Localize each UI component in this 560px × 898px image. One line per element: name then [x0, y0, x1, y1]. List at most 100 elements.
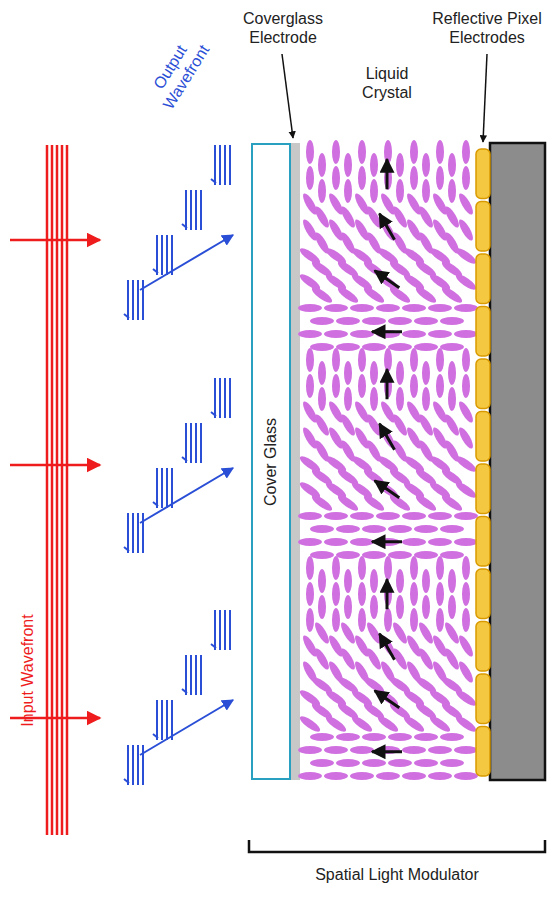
lc-molecule: [324, 330, 348, 338]
lc-molecule: [396, 569, 404, 593]
lc-molecule: [436, 348, 444, 372]
pixel-electrode: [476, 727, 490, 777]
lc-molecule: [428, 538, 452, 546]
lc-molecule: [388, 759, 412, 767]
lc-molecule: [362, 525, 386, 533]
lc-molecule: [310, 317, 334, 325]
wavefront-step: [153, 269, 158, 273]
output-arrow: [140, 468, 233, 523]
lc-molecule: [454, 512, 478, 520]
lc-molecule: [332, 166, 340, 190]
lc-molecule: [443, 621, 462, 646]
wavefront-step: [229, 145, 231, 185]
wavefront-step: [219, 145, 221, 185]
lc-molecule: [344, 179, 352, 203]
lc-molecule: [339, 413, 358, 438]
wavefront-step: [185, 655, 187, 695]
wavefront-step: [224, 145, 226, 185]
lc-molecule: [396, 153, 404, 177]
coverglass-electrode: [290, 143, 300, 780]
lc-molecule: [391, 621, 410, 646]
wavefront-step: [185, 190, 187, 230]
director-arrow: [386, 159, 389, 189]
director-arrow: [380, 424, 395, 450]
lc-molecule: [376, 714, 400, 734]
wavefront-step: [137, 745, 139, 785]
lc-molecule: [457, 218, 476, 243]
wavefront-step: [166, 700, 168, 740]
lc-molecule: [422, 595, 430, 619]
lc-molecule: [332, 140, 340, 164]
director-arrow: [375, 271, 400, 288]
lc-molecule: [298, 538, 322, 546]
lc-molecule: [457, 192, 476, 217]
wavefront-step: [166, 235, 168, 275]
lc-molecule: [417, 413, 436, 438]
pixel-electrode: [476, 517, 490, 567]
director-arrow: [380, 634, 395, 660]
lc-molecule: [362, 759, 386, 767]
lc-molecule: [350, 772, 374, 780]
lc-molecule: [324, 538, 348, 546]
lc-molecule: [428, 746, 452, 754]
lc-molecule: [410, 582, 418, 606]
lc-molecule: [428, 304, 452, 312]
wavefront-step: [153, 502, 158, 506]
lc-molecule: [350, 538, 374, 546]
lc-molecule: [388, 525, 412, 533]
lc-molecule: [454, 454, 478, 474]
liquid-crystal: [298, 140, 478, 780]
pixel-electrodes: [476, 149, 490, 776]
wavefront-step: [195, 655, 197, 695]
lc-molecule: [324, 746, 348, 754]
wavefront-step: [124, 314, 129, 318]
lc-molecule: [318, 361, 326, 385]
output-arrow: [140, 235, 233, 290]
pixel-electrode: [476, 307, 490, 357]
lc-molecule: [310, 493, 334, 513]
lc-molecule: [370, 361, 378, 385]
lc-molecule: [388, 493, 412, 513]
lc-molecule: [339, 647, 358, 672]
lc-molecule: [410, 608, 418, 632]
lc-molecule: [365, 647, 384, 672]
lc-molecule: [396, 387, 404, 411]
lc-molecule: [298, 304, 322, 312]
lc-molecule: [318, 387, 326, 411]
lc-molecule: [462, 140, 470, 164]
lc-molecule: [313, 647, 332, 672]
wavefront-step: [190, 655, 192, 695]
wavefront-step: [195, 190, 197, 230]
lc-molecule: [324, 772, 348, 780]
lc-molecule: [332, 374, 340, 398]
node-label: Cover Glass: [262, 417, 280, 505]
lc-molecule: [428, 714, 452, 734]
lc-molecule: [332, 348, 340, 372]
lc-molecule: [440, 317, 464, 325]
director-arrow: [380, 214, 395, 240]
lc-molecule: [376, 772, 400, 780]
pixel-electrode: [476, 359, 490, 409]
wavefront-step: [182, 457, 187, 461]
lc-molecule: [336, 285, 360, 305]
wavefront-step: [211, 644, 216, 648]
lc-molecule: [414, 759, 438, 767]
director-arrow: [375, 481, 400, 498]
wavefront-step: [171, 700, 173, 740]
pixel-electrode: [476, 464, 490, 514]
wavefront-step: [156, 700, 158, 740]
lc-molecule: [440, 759, 464, 767]
wavefront-step: [153, 734, 158, 738]
lc-molecule: [332, 608, 340, 632]
lc-molecule: [440, 525, 464, 533]
lc-molecule: [454, 272, 478, 292]
lc-molecule: [358, 348, 366, 372]
lc-molecule: [324, 714, 348, 734]
lc-molecule: [336, 343, 360, 351]
lc-molecule: [313, 205, 332, 230]
lc-molecule: [344, 361, 352, 385]
lc-molecule: [454, 246, 478, 266]
wavefront-step: [156, 468, 158, 508]
lc-molecule: [410, 166, 418, 190]
lc-molecule: [462, 608, 470, 632]
